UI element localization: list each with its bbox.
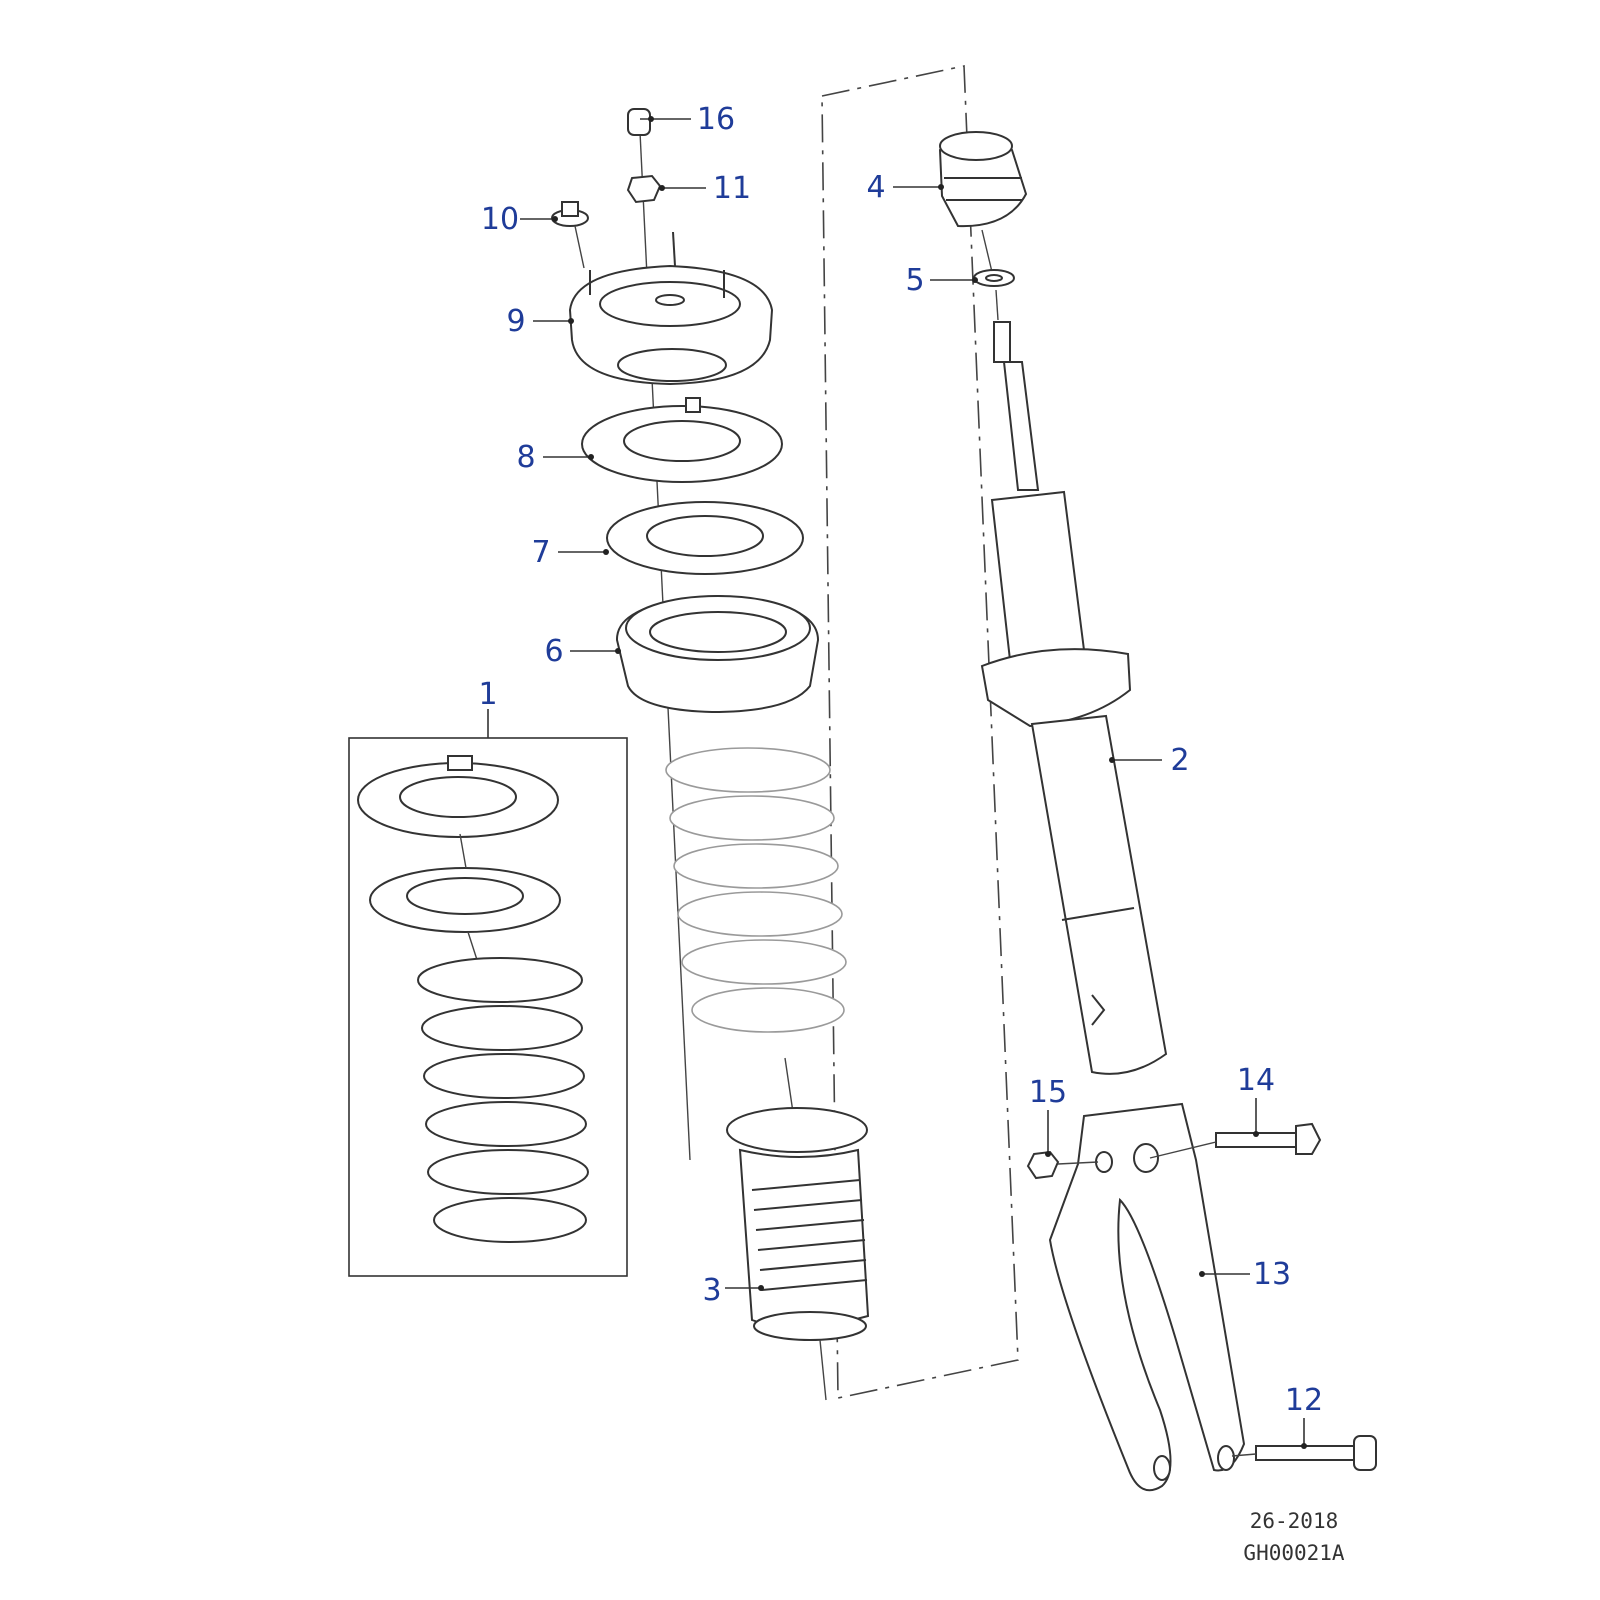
callout-6: 6 (544, 634, 563, 669)
section-reference: 26-2018 (1250, 1509, 1339, 1533)
kit-lower-seat (369, 867, 561, 933)
callout-10: 10 (481, 202, 519, 237)
figure-code: GH00021A (1243, 1541, 1345, 1565)
callout-12: 12 (1285, 1383, 1323, 1418)
spring-isolator (606, 501, 804, 575)
callout-3: 3 (702, 1273, 721, 1308)
callout-11: 11 (713, 171, 751, 206)
kit-coil-spring (417, 957, 589, 1243)
lower-bolt (1255, 1435, 1377, 1471)
washer-axis (995, 289, 999, 321)
top-mount (568, 231, 774, 386)
callout-9: 9 (506, 304, 525, 339)
callout-5: 5 (905, 263, 924, 298)
strut-group-boundary (821, 65, 1019, 1399)
callout-8: 8 (516, 440, 535, 475)
kit-axis-1 (459, 833, 467, 869)
bump-stop-axis (981, 229, 993, 273)
mount-nut-axis (574, 225, 585, 269)
dust-boot (726, 1107, 870, 1341)
callout-7: 7 (531, 535, 550, 570)
lower-spring-seat (615, 594, 820, 714)
callout-13: 13 (1253, 1257, 1291, 1292)
bracket-nut-axis (1057, 1161, 1099, 1165)
dust-cap (627, 108, 651, 136)
strut-fork-bracket (1048, 1102, 1246, 1492)
pinch-bolt (1215, 1122, 1322, 1155)
callout-16: 16 (697, 102, 735, 137)
callout-14: 14 (1237, 1063, 1275, 1098)
callout-2: 2 (1170, 743, 1189, 778)
washer (973, 269, 1015, 287)
kit-upper-seat (357, 755, 559, 838)
pinch-bolt-axis (1149, 1141, 1217, 1159)
mount-nut (551, 201, 589, 227)
gaiter-axis-low (819, 1339, 827, 1401)
bump-stop (938, 131, 1028, 228)
bracket-nut (1026, 1150, 1060, 1180)
shock-absorber-strut (980, 321, 1168, 1075)
callout-4: 4 (866, 170, 885, 205)
lower-bolt-axis (1231, 1453, 1257, 1457)
callout-15: 15 (1029, 1075, 1067, 1110)
leaders (520, 116, 1307, 1449)
top-nut (626, 174, 662, 204)
coil-spring (665, 747, 847, 1033)
upper-spring-seat (581, 397, 783, 483)
callout-1: 1 (478, 677, 497, 712)
